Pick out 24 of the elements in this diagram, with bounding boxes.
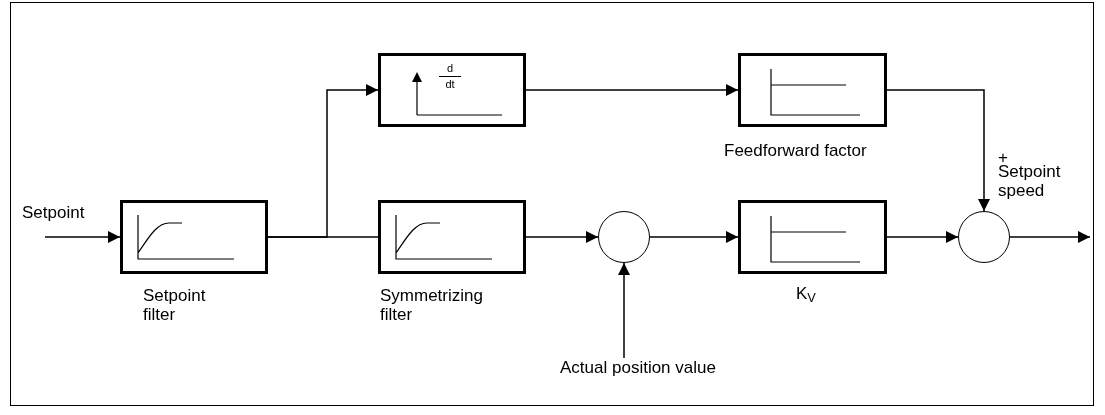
transfer-block <box>378 200 526 274</box>
arrow <box>1009 231 1091 243</box>
block-caption: Symmetrizing filter <box>380 286 484 324</box>
arrow <box>618 262 630 359</box>
arrow <box>525 84 739 96</box>
signal-label: Setpoint <box>22 203 85 222</box>
transfer-block <box>738 53 887 127</box>
block-caption: Feedforward factor <box>724 141 868 160</box>
differentiator-block <box>378 53 526 127</box>
transfer-block <box>738 200 887 274</box>
block-caption: Setpoint speed <box>998 162 1062 200</box>
summing-junction <box>598 211 650 263</box>
transfer-block <box>120 200 268 274</box>
arrow <box>525 231 599 243</box>
summing-junction <box>958 211 1010 263</box>
block-caption: K$_{V}$ <box>796 284 817 303</box>
arrow <box>44 231 121 243</box>
denominator: dt <box>445 77 455 91</box>
signal-label: Actual position value <box>560 358 716 377</box>
numerator: d <box>439 62 462 77</box>
arrow <box>649 231 739 243</box>
arrow <box>886 89 990 212</box>
block-caption: Setpoint filter <box>143 286 207 324</box>
arrow <box>886 231 959 243</box>
